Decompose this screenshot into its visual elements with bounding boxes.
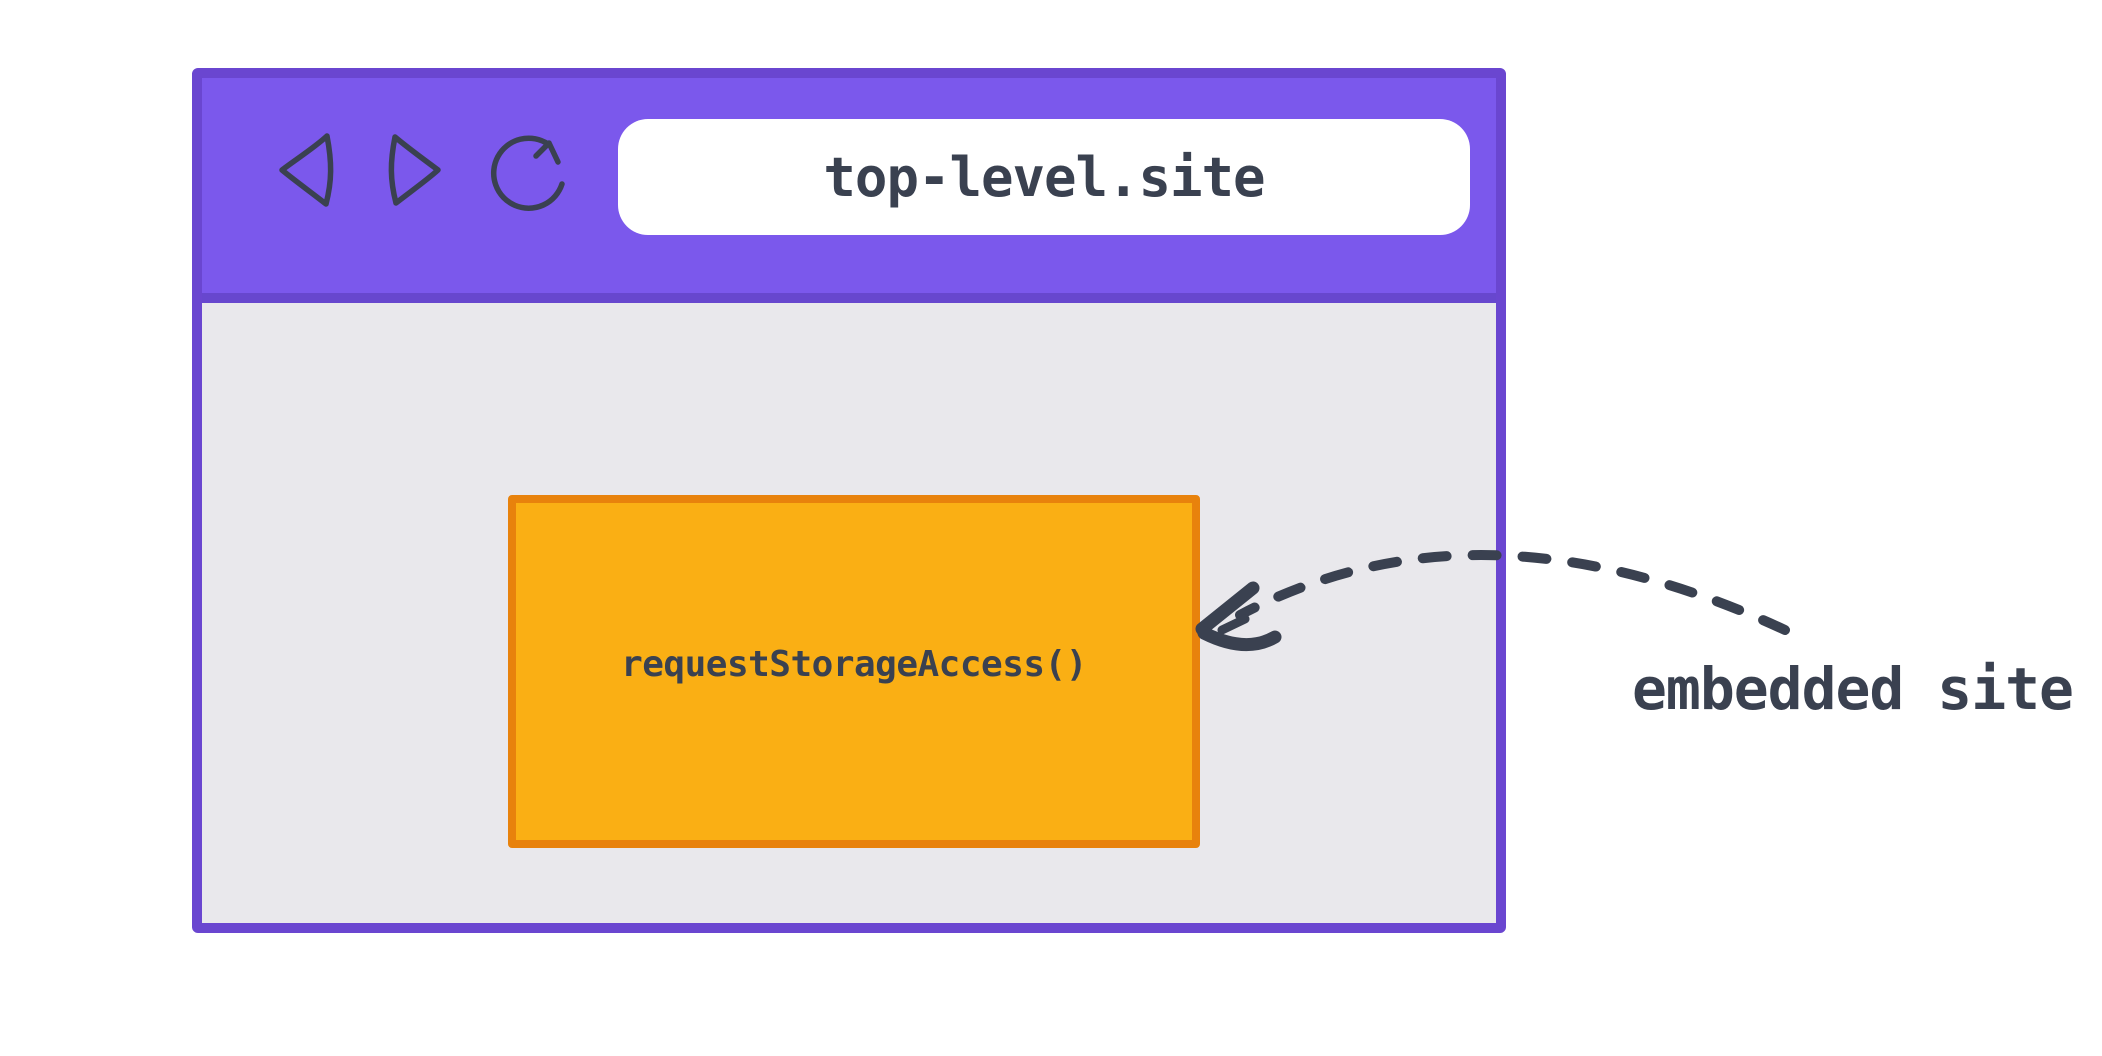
url-text: top-level.site — [823, 145, 1265, 209]
annotation-label: embedded site — [1632, 655, 2074, 723]
browser-toolbar: top-level.site — [202, 78, 1496, 303]
embedded-frame-label: requestStorageAccess() — [621, 644, 1087, 685]
url-bar[interactable]: top-level.site — [618, 119, 1470, 235]
back-icon[interactable] — [273, 126, 335, 214]
embedded-frame[interactable]: requestStorageAccess() — [508, 495, 1200, 848]
browser-window: top-level.site requestStorageAccess() — [192, 68, 1506, 933]
forward-icon[interactable] — [386, 128, 446, 212]
page-content: requestStorageAccess() — [202, 303, 1496, 923]
reload-icon[interactable] — [486, 130, 574, 214]
